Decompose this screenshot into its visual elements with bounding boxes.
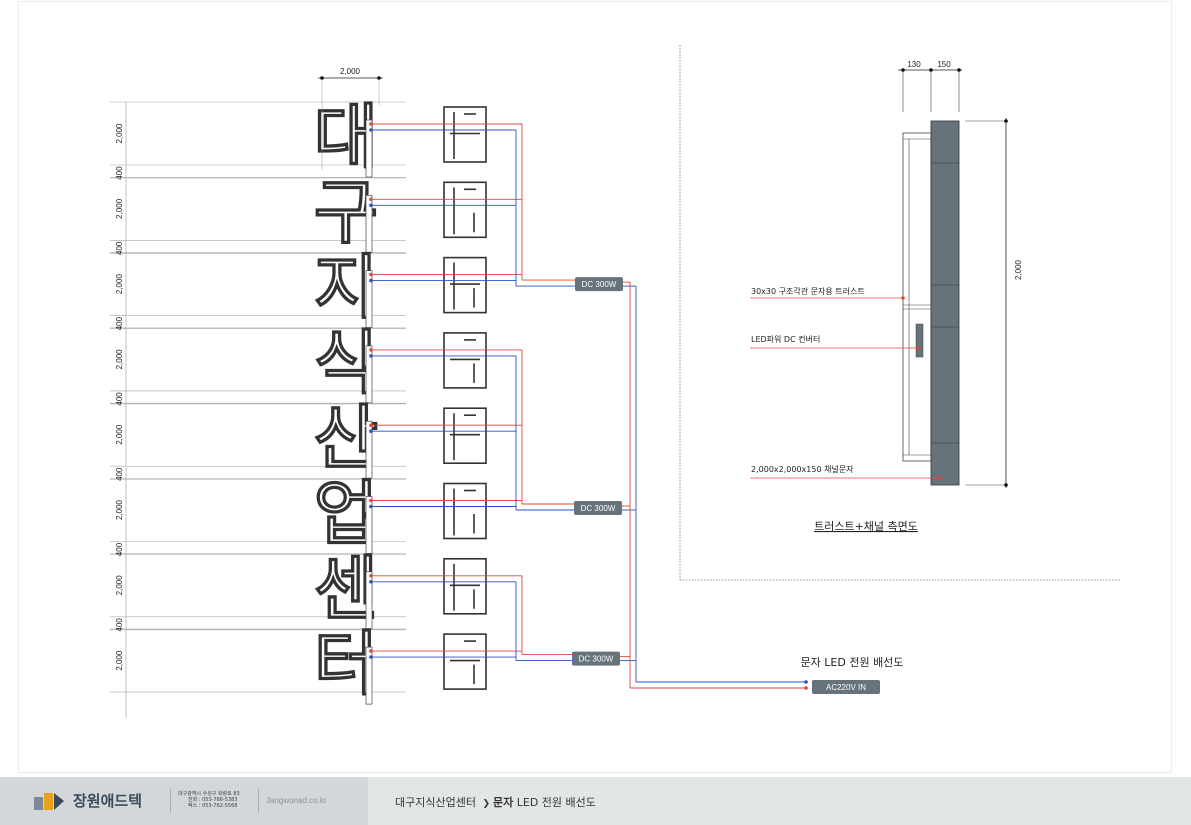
wire-red-node [369,498,373,503]
gap-dim-text: 400 [115,618,124,632]
wiring-diagram-title: 문자 LED 전원 배선도 [801,656,904,669]
company-contact: 대구광역시 수성구 화랑로 83 전화 : 053-766-5383 팩스 : … [178,791,240,809]
label-converter: LED파워 DC 컨버터 [751,334,820,344]
led-module-box [443,407,487,465]
width-dim-text: 2,000 [340,67,361,76]
dc-converter-label: DC 300W [582,280,617,289]
dc-converter-box [572,651,620,666]
width-dim-dot [377,76,381,80]
wire-blue-node [369,128,373,132]
channel-letter-section [930,120,960,486]
wire-blue-node [369,580,373,584]
height-dim-text: 2,000 [115,274,124,295]
wire-red-node [369,197,373,202]
side-view: 130 150 2,000 30x30 구조각관 문자용 트러스트 LED파워 … [750,60,1023,533]
company-address: 대구광역시 수성구 화랑로 83 [178,791,240,797]
letter-outline: 대 [314,96,378,178]
wire-blue-node [369,504,373,509]
wire-red-node [369,122,373,126]
company-website: Jangwonad.co.kr [266,796,327,805]
letter-truss-bar [365,345,373,404]
side-view-title: 트러스트+채널 측면도 [814,520,918,533]
letter-truss-bar [365,194,373,253]
drawing-frame [18,1,1172,773]
gap-dim-text: 400 [115,241,124,255]
led-module-box [443,256,487,314]
height-dim-text: 2,000 [115,349,124,370]
wire-blue-node [369,203,373,208]
wire-red-node [369,272,373,277]
letter-truss-bar [365,646,373,705]
breadcrumb-bold: 문자 [493,796,514,809]
letter-truss-bar [365,119,373,178]
gap-dim-text: 400 [115,166,124,180]
led-module-box [443,332,487,389]
led-module-box [443,633,487,690]
wire-red-node [369,574,373,578]
led-module-box [443,482,487,540]
label-channel: 2,000x2,000x150 채널문자 [751,464,854,474]
ac-input-label: AC220V IN [826,683,866,692]
width-dim-dot [320,76,324,80]
wire-blue-node [369,354,373,358]
height-dim-text: 2,000 [115,575,124,596]
breadcrumb: 대구지식산업센터 ❯문자 LED 전원 배선도 [395,794,596,810]
dc-converter-box [575,277,623,292]
breadcrumb-title: LED 전원 배선도 [513,796,596,809]
chevron-right-icon: ❯ [482,799,491,809]
wire-red-node [369,649,373,653]
height-dim-text: 2,000 [115,123,124,144]
label-truss: 30x30 구조각관 문자용 트러스트 [751,286,865,296]
gap-dim-text: 400 [115,542,124,556]
company-fax: 팩스 : 053-762-5568 [188,803,238,809]
gap-dim-text: 400 [115,392,124,406]
height-dim-text: 2,000 [115,198,124,219]
footer-divider [170,789,171,813]
ac-blue-node [804,680,808,684]
height-dim-text: 2,000 [115,424,124,445]
letter-truss-bar [365,270,373,328]
drawing-canvas: 대구지식산업센터 2,0002,0004002,0004002,0004002,… [110,45,1120,719]
wire-blue-node [369,278,373,283]
letter-truss-bar [365,496,373,554]
led-module-box [443,106,487,163]
gap-dim-text: 400 [115,467,124,481]
wire-red-node [369,348,373,352]
height-dim-text: 2,000 [115,650,124,671]
dc-converter-label: DC 300W [579,655,614,664]
ac-input-box [812,680,880,694]
led-module-box [443,181,487,239]
wire-blue-node [369,429,373,434]
dc-converter-block [915,323,924,358]
side-dim-150: 150 [937,60,951,69]
footer-divider [258,789,259,813]
dc-converter-label: DC 300W [581,504,616,513]
letter-truss-bar [365,420,373,479]
truss-frame [902,132,932,462]
company-name: 장원애드텍 [73,792,143,810]
company-phone: 전화 : 053-766-5383 [188,797,238,803]
side-dim-height: 2,000 [1014,259,1023,280]
side-dim-130: 130 [907,60,921,69]
led-module-box [443,557,487,615]
dc-converter-box [574,501,622,515]
breadcrumb-project: 대구지식산업센터 [395,796,476,809]
wire-blue-node [369,655,373,659]
height-dim-text: 2,000 [115,499,124,520]
wire-red-node [369,423,373,428]
ac-red-node [804,686,808,690]
footer-logo-area: 장원애드텍 대구광역시 수성구 화랑로 83 전화 : 053-766-5383… [0,777,368,825]
gap-dim-text: 400 [115,316,124,330]
footer-bar: 장원애드텍 대구광역시 수성구 화랑로 83 전화 : 053-766-5383… [0,777,1191,825]
letter-truss-bar [365,571,373,630]
company-logo-icon [34,793,64,810]
